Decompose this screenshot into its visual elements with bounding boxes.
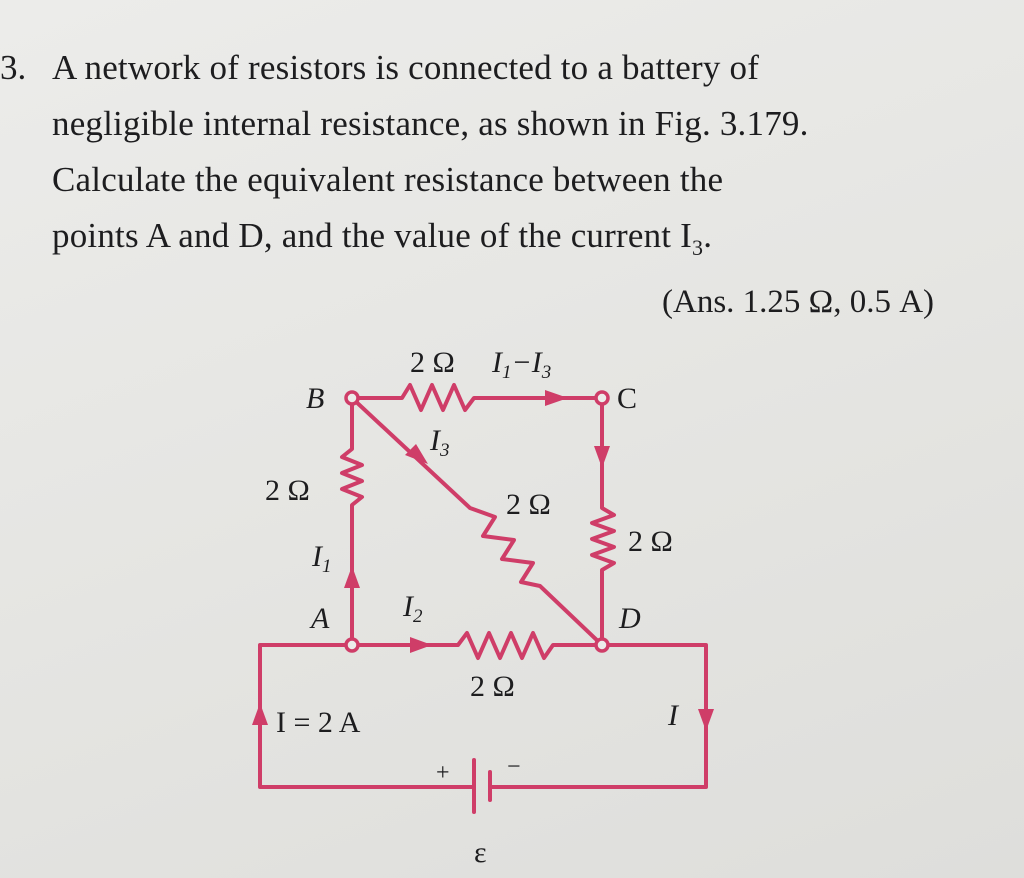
question-line-4-subscript: 3 xyxy=(692,235,704,260)
label-battery-minus: − xyxy=(507,754,521,780)
label-node-d: D xyxy=(618,602,641,635)
question-line-4: points A and D, and the value of the cur… xyxy=(52,216,712,261)
arrow-i-return xyxy=(698,709,714,731)
label-resistor-ab: 2 Ω xyxy=(265,474,310,507)
label-resistor-cd: 2 Ω xyxy=(628,525,673,558)
arrow-i1 xyxy=(344,566,360,588)
label-current-i3: I3 xyxy=(429,424,450,461)
node-d xyxy=(594,637,610,653)
label-current-total: I = 2 A xyxy=(276,706,361,739)
question-line-2: negligible internal resistance, as shown… xyxy=(52,104,809,143)
label-battery-plus: + xyxy=(436,760,450,786)
label-current-return: I xyxy=(667,699,680,732)
label-resistor-bd: 2 Ω xyxy=(506,488,551,521)
node-c xyxy=(594,390,610,406)
question-line-3: Calculate the equivalent resistance betw… xyxy=(52,160,724,199)
label-current-i1: I1 xyxy=(311,540,332,577)
label-resistor-ad: 2 Ω xyxy=(470,670,515,703)
wire-b-to-d xyxy=(350,396,604,647)
wire-a-to-b xyxy=(340,396,364,647)
question-line-4-end: . xyxy=(703,216,713,255)
label-current-i1-minus-i3: I1−I3 xyxy=(491,346,551,383)
question-number: 3. xyxy=(0,48,27,87)
label-node-b: B xyxy=(306,382,324,415)
arrow-i3 xyxy=(405,444,428,464)
wire-b-to-c xyxy=(350,383,604,412)
arrow-i2 xyxy=(410,637,432,653)
label-resistor-bc: 2 Ω xyxy=(410,346,455,379)
wire-c-to-d xyxy=(590,396,616,647)
label-battery-emf: ε xyxy=(474,836,487,869)
arrow-i1-minus-i3 xyxy=(545,390,568,406)
node-b xyxy=(344,390,360,406)
label-node-c: C xyxy=(617,382,637,415)
question-line-4-text: points A and D, and the value of the cur… xyxy=(52,216,693,255)
question-line-1: A network of resistors is connected to a… xyxy=(52,48,760,87)
label-node-a: A xyxy=(309,602,330,635)
arrow-i-total xyxy=(252,703,268,725)
wire-a-to-d xyxy=(350,631,604,660)
arrow-cd-current xyxy=(594,446,610,468)
label-current-i2: I2 xyxy=(402,590,423,627)
node-a xyxy=(344,637,360,653)
answer-text: (Ans. 1.25 Ω, 0.5 A) xyxy=(662,284,935,320)
